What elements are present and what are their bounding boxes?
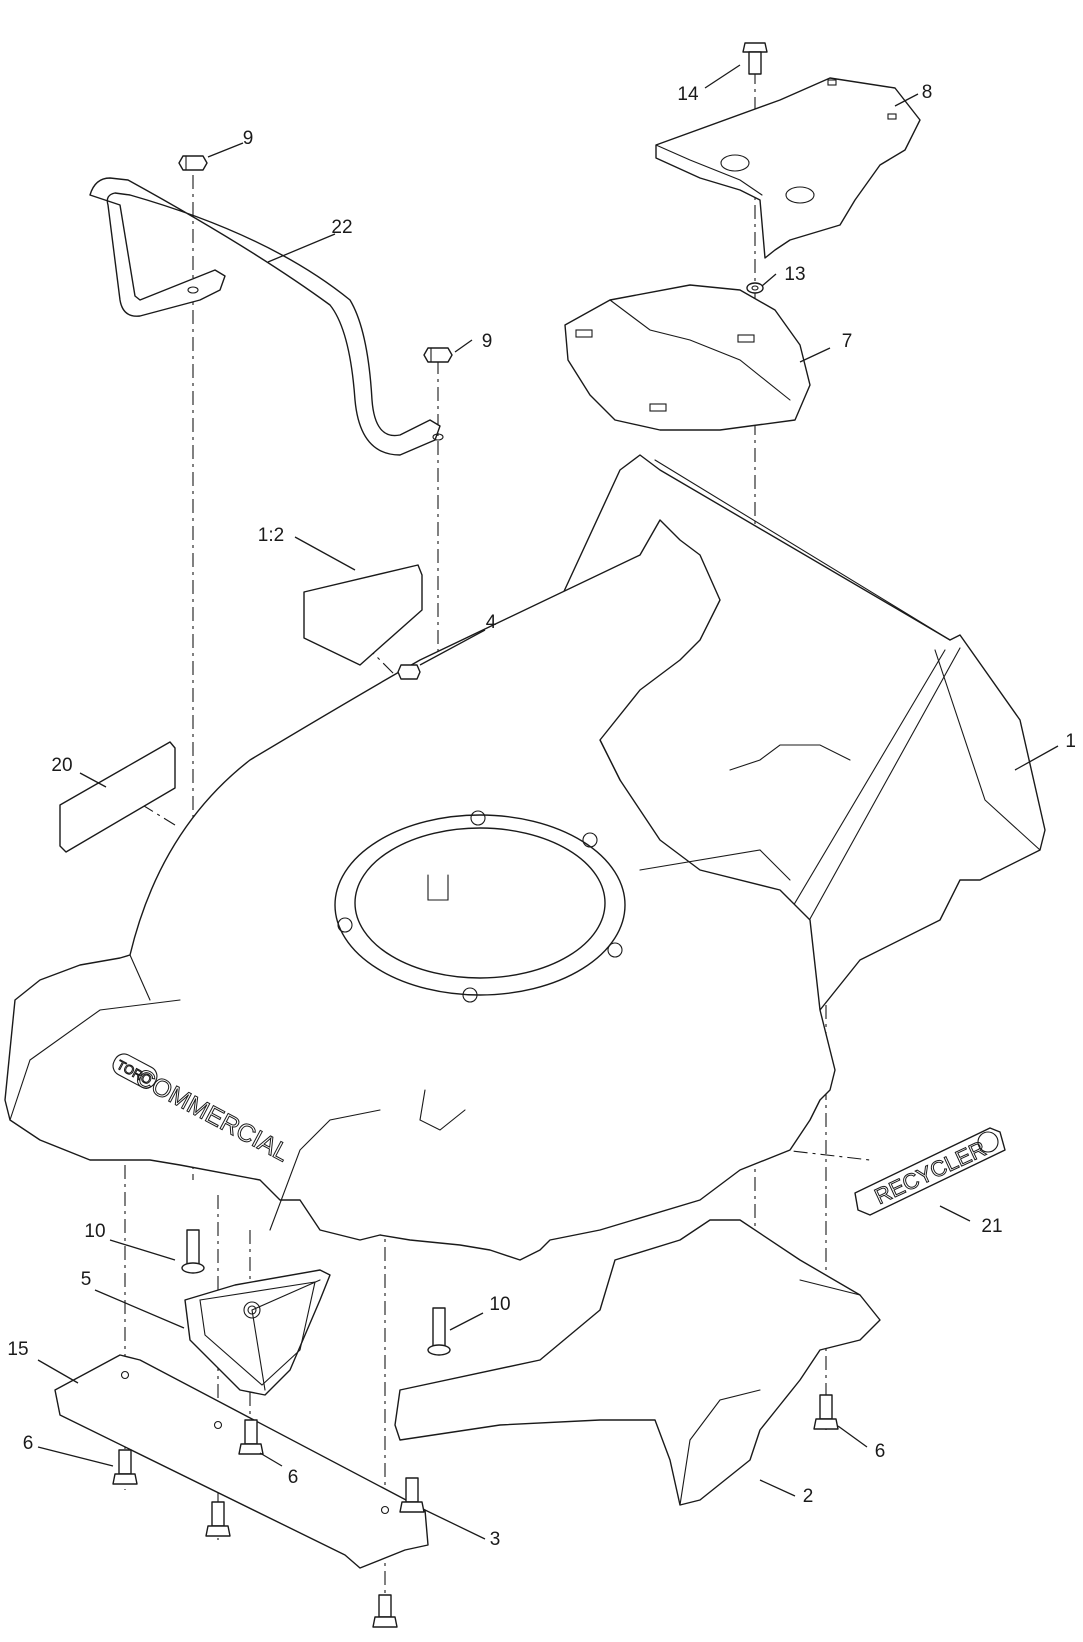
callout-13: 13 xyxy=(784,264,805,285)
part-6-bolt-right xyxy=(813,1394,839,1430)
callout-20: 20 xyxy=(51,755,72,776)
callout-9-left: 9 xyxy=(243,128,254,149)
callout-14: 14 xyxy=(677,84,699,105)
part-9-nut-right xyxy=(423,347,453,363)
part-3-bolt xyxy=(399,1477,425,1513)
callout-10-left: 10 xyxy=(84,1221,105,1242)
callout-1: 1 xyxy=(1065,731,1076,752)
callout-1-2: 1:2 xyxy=(258,525,284,546)
callout-15: 15 xyxy=(7,1339,28,1360)
bolt-under-skid xyxy=(205,1501,231,1537)
decal-21-recycler: RECYCLER xyxy=(854,1127,1006,1216)
callout-5: 5 xyxy=(81,1269,92,1290)
callout-7: 7 xyxy=(842,331,853,352)
bolt-bottom xyxy=(372,1594,398,1628)
part-2-rear-baffle xyxy=(394,1219,881,1506)
part-14-bolt xyxy=(742,42,768,75)
callout-9-right: 9 xyxy=(482,331,493,352)
leader-lines xyxy=(37,64,1059,1540)
part-6-bolt-left xyxy=(112,1449,138,1485)
decal-20 xyxy=(59,741,176,853)
callout-8: 8 xyxy=(922,82,933,103)
part-5-mulch-plate xyxy=(184,1269,331,1396)
callout-10-right: 10 xyxy=(489,1294,510,1315)
part-7-shield xyxy=(564,284,811,431)
part-8-top-cover xyxy=(655,77,921,259)
fasteners xyxy=(112,42,839,1628)
part-13-washer xyxy=(746,282,764,294)
callout-22: 22 xyxy=(331,217,352,238)
part-10-bolt-left xyxy=(181,1229,205,1274)
part-6-bolt-center xyxy=(238,1419,264,1455)
part-9-nut-left xyxy=(178,155,208,171)
decal-1-2 xyxy=(303,564,423,666)
callout-6-left: 6 xyxy=(23,1433,34,1454)
callout-labels: 14 8 9 22 13 9 7 1:2 4 1 20 21 10 5 10 1… xyxy=(7,82,1076,1550)
callout-21: 21 xyxy=(981,1216,1002,1237)
callout-3: 3 xyxy=(490,1529,501,1550)
callout-4: 4 xyxy=(486,612,497,633)
callout-6-right: 6 xyxy=(875,1441,886,1462)
part-15-skid-plate xyxy=(54,1354,429,1569)
part-1-deck-housing xyxy=(4,454,1046,1261)
callout-6-center: 6 xyxy=(288,1467,299,1488)
part-10-bolt-right xyxy=(427,1307,451,1356)
part-4-nut xyxy=(397,664,421,680)
callout-2: 2 xyxy=(803,1486,814,1507)
part-22-handle-bar xyxy=(89,177,444,456)
recycler-decal-text: RECYCLER xyxy=(871,1136,990,1209)
